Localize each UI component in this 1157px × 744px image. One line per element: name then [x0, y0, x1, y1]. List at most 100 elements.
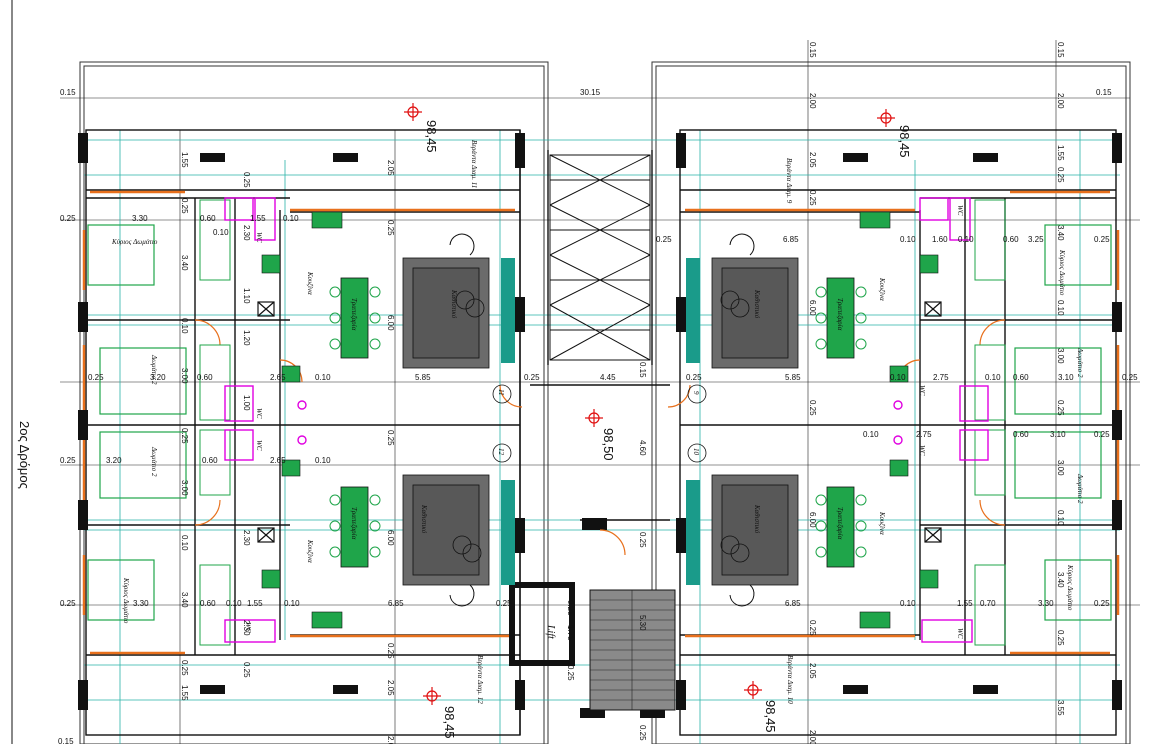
vertical-dimension-labels: 0.15 2.00 2.05 0.25 6.00 0.25 6.00 0.25 …	[180, 42, 1065, 744]
svg-text:2.00: 2.00	[808, 93, 817, 109]
svg-text:0.25: 0.25	[60, 214, 76, 223]
label-kitchen-bl: Κουζίνα	[306, 539, 314, 563]
label-bedroom-2-br: Δωμάτιο 2	[1076, 473, 1084, 504]
label-wc-5: WC	[956, 205, 964, 216]
svg-text:3.40: 3.40	[1056, 572, 1065, 588]
svg-text:2.75: 2.75	[933, 373, 949, 382]
svg-text:3.40: 3.40	[180, 592, 189, 608]
label-living-tr: Καθιστικό	[753, 289, 761, 319]
label-wc-8: WC	[956, 628, 964, 639]
svg-text:3.30: 3.30	[133, 599, 149, 608]
svg-text:0.10: 0.10	[985, 373, 1001, 382]
svg-text:2.00: 2.00	[1056, 93, 1065, 109]
svg-text:0.15: 0.15	[60, 88, 76, 97]
label-living-bl: Καθιστικό	[420, 504, 428, 534]
svg-text:3.40: 3.40	[180, 255, 189, 271]
elevation-markers	[404, 103, 895, 705]
windows	[82, 190, 1120, 655]
label-kitchen-br: Κουζίνα	[878, 511, 886, 535]
svg-text:0.25: 0.25	[566, 600, 575, 616]
svg-text:1.75: 1.75	[566, 625, 575, 641]
tables-round	[452, 290, 750, 563]
shafts	[257, 301, 942, 543]
svg-text:0.15: 0.15	[1096, 88, 1112, 97]
label-kitchen-tl: Κουζίνα	[306, 271, 314, 295]
lift-shaft	[509, 582, 575, 666]
svg-text:3.55: 3.55	[1056, 700, 1065, 716]
svg-text:1.55: 1.55	[250, 214, 266, 223]
svg-text:0.10: 0.10	[890, 373, 906, 382]
svg-text:3.10: 3.10	[1050, 430, 1066, 439]
label-dining-tr: Τραπεζαρία	[836, 298, 844, 331]
svg-text:3.30: 3.30	[132, 214, 148, 223]
dimension-labels: 30.15 0.15 0.15 0.25 3.30 0.60 0.10 1.55…	[58, 88, 1138, 744]
svg-text:2.00: 2.00	[808, 730, 817, 744]
svg-text:0.60: 0.60	[197, 373, 213, 382]
svg-text:1.55: 1.55	[180, 685, 189, 701]
svg-text:0.25: 0.25	[1056, 630, 1065, 646]
svg-text:3.00: 3.00	[180, 480, 189, 496]
svg-text:0.25: 0.25	[638, 725, 647, 741]
svg-text:1.10: 1.10	[242, 288, 251, 304]
svg-text:6.85: 6.85	[785, 599, 801, 608]
dimension-lines	[60, 40, 1140, 744]
elevation-center: 98,50	[601, 428, 616, 461]
svg-text:0.10: 0.10	[315, 456, 331, 465]
columns	[78, 133, 1122, 718]
svg-text:0.60: 0.60	[1013, 373, 1029, 382]
svg-text:2.30: 2.30	[242, 530, 251, 546]
elevation-top-left: 98,45	[424, 120, 439, 153]
svg-text:1.55: 1.55	[957, 599, 973, 608]
svg-text:0.25: 0.25	[1094, 599, 1110, 608]
svg-text:0.10: 0.10	[284, 599, 300, 608]
svg-text:0.15: 0.15	[1056, 42, 1065, 58]
svg-text:0.25: 0.25	[1094, 235, 1110, 244]
svg-text:0.25: 0.25	[686, 373, 702, 382]
dining-tables	[340, 277, 855, 568]
svg-text:30.15: 30.15	[580, 88, 601, 97]
svg-text:1.55: 1.55	[247, 599, 263, 608]
svg-text:2.05: 2.05	[386, 680, 395, 696]
svg-text:2.75: 2.75	[916, 430, 932, 439]
svg-text:0.10: 0.10	[283, 214, 299, 223]
wardrobes	[199, 199, 1006, 646]
sanitary-fixtures	[224, 197, 989, 643]
svg-text:0.10: 0.10	[958, 235, 974, 244]
svg-text:0.10: 0.10	[226, 599, 242, 608]
beds	[87, 224, 1112, 621]
svg-text:0.15: 0.15	[638, 362, 647, 378]
label-veranda-11: Βεράντα Διαμ. 11	[470, 140, 478, 188]
svg-text:0.10: 0.10	[180, 318, 189, 334]
svg-text:0.25: 0.25	[386, 430, 395, 446]
svg-text:0.25: 0.25	[808, 190, 817, 206]
svg-text:0.10: 0.10	[1056, 510, 1065, 526]
svg-text:6.85: 6.85	[783, 235, 799, 244]
svg-text:0.25: 0.25	[638, 532, 647, 548]
svg-text:1.20: 1.20	[242, 330, 251, 346]
svg-text:0.25: 0.25	[386, 220, 395, 236]
svg-text:0.25: 0.25	[60, 456, 76, 465]
label-veranda-10: Βεράντα Διαμ. 10	[786, 655, 794, 704]
sofas	[402, 257, 799, 586]
svg-text:3.00: 3.00	[1056, 348, 1065, 364]
svg-text:3.00: 3.00	[180, 368, 189, 384]
elevation-top-right: 98,45	[897, 125, 912, 158]
svg-text:6.00: 6.00	[386, 530, 395, 546]
label-kitchen-tr: Κουζίνα	[878, 277, 886, 301]
apartment-number-10: 10	[692, 448, 700, 456]
svg-text:0.25: 0.25	[656, 235, 672, 244]
svg-text:0.70: 0.70	[980, 599, 996, 608]
svg-text:6.00: 6.00	[808, 300, 817, 316]
dining-chairs	[329, 286, 867, 558]
label-bedroom-2-tr: Δωμάτιο 2	[1076, 347, 1084, 378]
svg-text:1.00: 1.00	[242, 395, 251, 411]
svg-text:0.10: 0.10	[900, 599, 916, 608]
svg-text:2.05: 2.05	[808, 152, 817, 168]
svg-text:0.10: 0.10	[315, 373, 331, 382]
svg-text:3.10: 3.10	[1058, 373, 1074, 382]
svg-text:0.25: 0.25	[566, 665, 575, 681]
label-wc-7: WC	[918, 445, 926, 456]
staircase	[589, 589, 676, 711]
svg-text:0.25: 0.25	[1056, 400, 1065, 416]
